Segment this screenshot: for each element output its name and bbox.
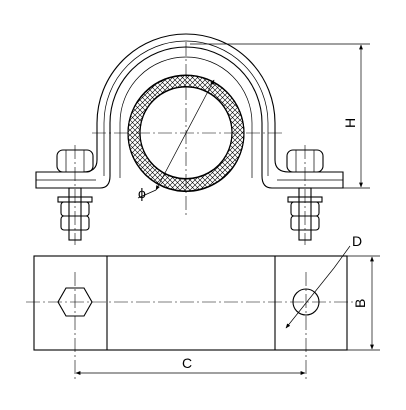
c-label: C [182, 355, 192, 371]
u-strap-outer [35, 33, 344, 189]
d-label: D [352, 233, 362, 249]
d-dimension-line [285, 267, 335, 329]
plan-outline [33, 255, 348, 351]
h-label: H [342, 118, 358, 128]
diameter-leader [137, 189, 157, 199]
front-view: ϕ H [35, 33, 370, 245]
u-strap-inner-line [103, 40, 269, 176]
b-label: B [352, 299, 368, 308]
d-leader [333, 245, 351, 269]
diameter-dimension-line [155, 79, 215, 191]
u-strap-inner-line-2 [119, 56, 253, 178]
diameter-label: ϕ [138, 185, 146, 201]
plan-view: D B C [26, 233, 380, 380]
